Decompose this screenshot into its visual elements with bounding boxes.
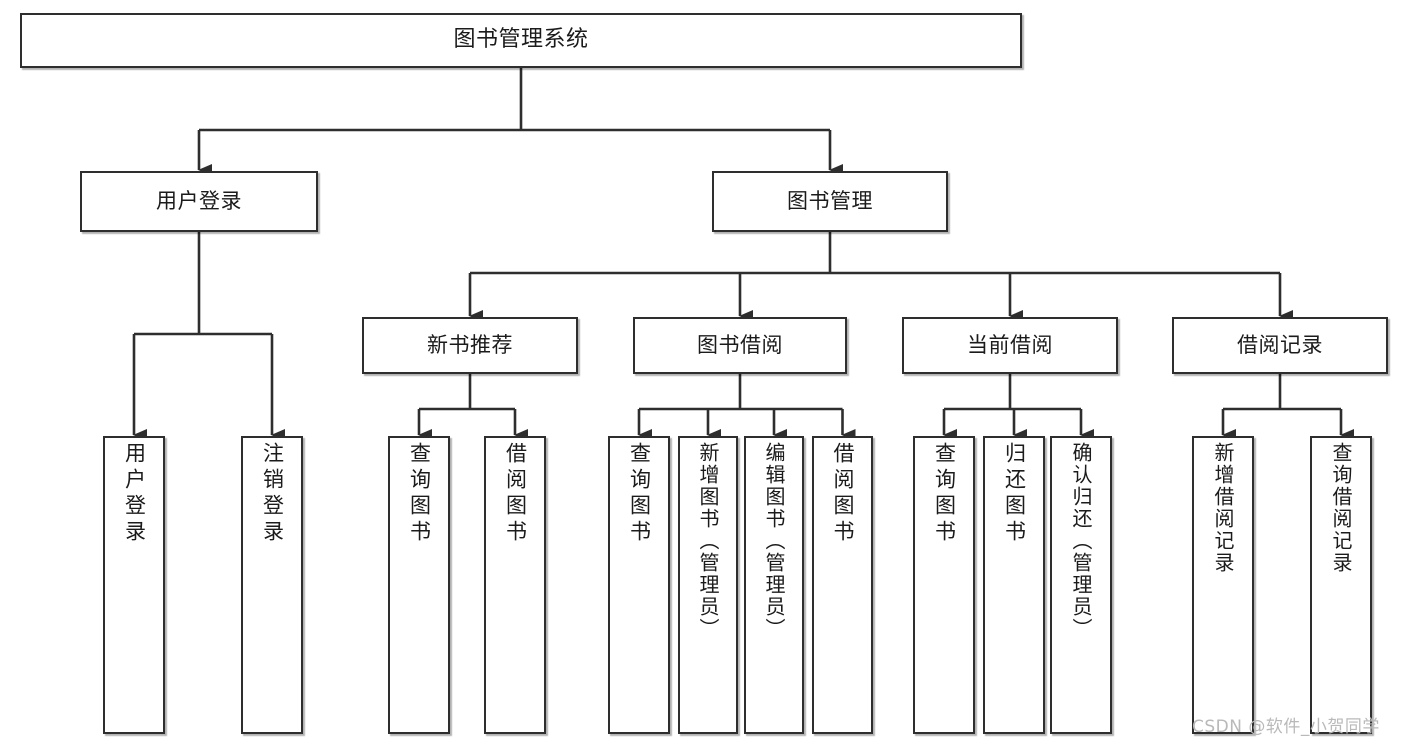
node-leaf-bb-add[interactable]: 新增图书（管理员）	[678, 436, 738, 734]
node-borrow-record[interactable]: 借阅记录	[1172, 317, 1388, 374]
node-label: 借阅图书	[831, 442, 855, 546]
node-book-manage[interactable]: 图书管理	[712, 171, 948, 232]
node-label: 编辑图书（管理员）	[762, 442, 786, 640]
node-label: 查询图书	[627, 442, 652, 546]
node-label: 用户登录	[156, 189, 242, 214]
node-leaf-cb-return[interactable]: 归还图书	[983, 436, 1045, 734]
node-label: 查询图书	[407, 442, 432, 546]
node-label: 新增图书（管理员）	[696, 442, 720, 640]
node-leaf-bb-borrow[interactable]: 借阅图书	[812, 436, 873, 734]
node-label: 查询图书	[932, 442, 957, 546]
node-label: 借阅记录	[1237, 333, 1323, 358]
csdn-watermark: CSDN @软件_小贺同学	[1192, 717, 1380, 737]
node-label: 查询借阅记录	[1329, 442, 1353, 574]
node-book-borrow[interactable]: 图书借阅	[633, 317, 847, 374]
node-new-book-rec[interactable]: 新书推荐	[362, 317, 578, 374]
node-label: 新书推荐	[427, 333, 513, 358]
node-user-login[interactable]: 用户登录	[80, 171, 318, 232]
node-leaf-user-login[interactable]: 用户登录	[103, 436, 165, 734]
node-label: 用户登录	[122, 442, 147, 546]
node-label: 图书管理	[787, 189, 873, 214]
node-label: 新增借阅记录	[1211, 442, 1235, 574]
node-label: 当前借阅	[967, 333, 1053, 358]
node-leaf-cb-confirm[interactable]: 确认归还（管理员）	[1050, 436, 1112, 734]
node-label: 确认归还（管理员）	[1069, 442, 1093, 640]
node-leaf-user-logout[interactable]: 注销登录	[241, 436, 303, 734]
node-label: 借阅图书	[503, 442, 528, 546]
node-label: 图书管理系统	[453, 27, 589, 53]
node-leaf-br-query[interactable]: 查询借阅记录	[1310, 436, 1372, 734]
node-label: 注销登录	[260, 442, 285, 546]
node-leaf-bb-query[interactable]: 查询图书	[608, 436, 670, 734]
node-leaf-nbr-query[interactable]: 查询图书	[388, 436, 450, 734]
node-leaf-cb-query[interactable]: 查询图书	[913, 436, 975, 734]
node-current-borrow[interactable]: 当前借阅	[902, 317, 1118, 374]
node-label: 图书借阅	[697, 333, 783, 358]
node-label: 归还图书	[1002, 442, 1027, 546]
node-leaf-nbr-borrow[interactable]: 借阅图书	[484, 436, 546, 734]
node-leaf-bb-edit[interactable]: 编辑图书（管理员）	[744, 436, 804, 734]
node-root[interactable]: 图书管理系统	[20, 13, 1022, 68]
node-leaf-br-add[interactable]: 新增借阅记录	[1192, 436, 1254, 734]
